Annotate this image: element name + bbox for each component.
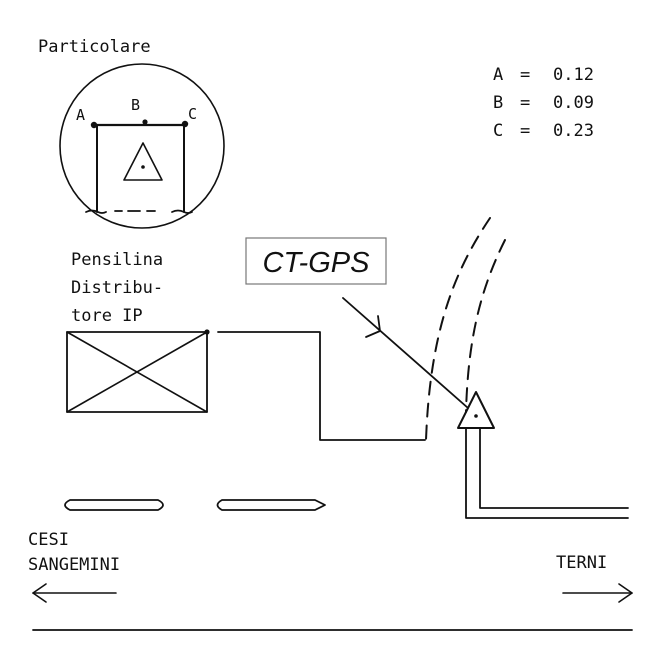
detail-label-b: B	[131, 96, 140, 114]
side-road-edge-outer	[465, 427, 629, 519]
detail-circle	[59, 63, 225, 229]
direction-right: TERNI	[556, 553, 607, 573]
road-edge-dashed-inner	[465, 239, 506, 413]
detail-point-c-dot	[181, 120, 189, 128]
pointer-line	[342, 297, 469, 409]
detail-ground-right	[171, 209, 193, 214]
measurements-list: A = 0.12 B = 0.09 C = 0.23	[493, 65, 594, 141]
measurement-label-b: B	[493, 93, 503, 113]
canopy-label-line3: tore IP	[71, 306, 143, 326]
detail-title: Particolare	[38, 37, 151, 57]
direction-left-line2: SANGEMINI	[28, 555, 120, 575]
detail-circle-inset	[59, 63, 225, 229]
measurement-equals: =	[520, 121, 530, 141]
canopy-rectangle	[66, 331, 208, 413]
lane-island-right	[216, 499, 326, 511]
detail-label-a: A	[76, 106, 85, 124]
measurement-label-c: C	[493, 121, 503, 141]
benchmark-dot	[474, 414, 478, 418]
detail-benchmark-triangle-icon	[123, 142, 163, 181]
arrow-left-icon	[32, 583, 117, 603]
canopy-cross-line	[66, 331, 208, 413]
canopy-box	[66, 329, 210, 413]
side-road-edge-inner	[479, 427, 629, 509]
measurement-label-a: A	[493, 65, 503, 85]
station-label-box	[245, 237, 387, 285]
detail-label-c: C	[188, 105, 197, 123]
pointer-arrow-icon	[365, 315, 381, 338]
measurement-value-b: 0.09	[553, 93, 594, 113]
detail-benchmark-dot	[141, 165, 145, 169]
measurement-value-a: 0.12	[553, 65, 594, 85]
lane-island-left	[64, 499, 164, 511]
direction-left-line1: CESI	[28, 530, 69, 550]
detail-point-a-dot	[90, 121, 98, 129]
building-outline	[217, 331, 426, 441]
canopy-label-line1: Pensilina	[71, 250, 163, 270]
benchmark-triangle-icon	[457, 391, 495, 429]
measurement-equals: =	[520, 93, 530, 113]
station-label: CT-GPS	[263, 247, 371, 279]
measurement-equals: =	[520, 65, 530, 85]
canopy-corner-dot	[204, 329, 210, 335]
detail-ground-left	[85, 209, 107, 214]
measurement-value-c: 0.23	[553, 121, 594, 141]
road-edge-dashed-outer	[425, 217, 491, 441]
detail-point-b-dot	[142, 119, 148, 125]
canopy-label-line2: Distribu-	[71, 278, 163, 298]
arrow-right-icon	[562, 583, 633, 603]
